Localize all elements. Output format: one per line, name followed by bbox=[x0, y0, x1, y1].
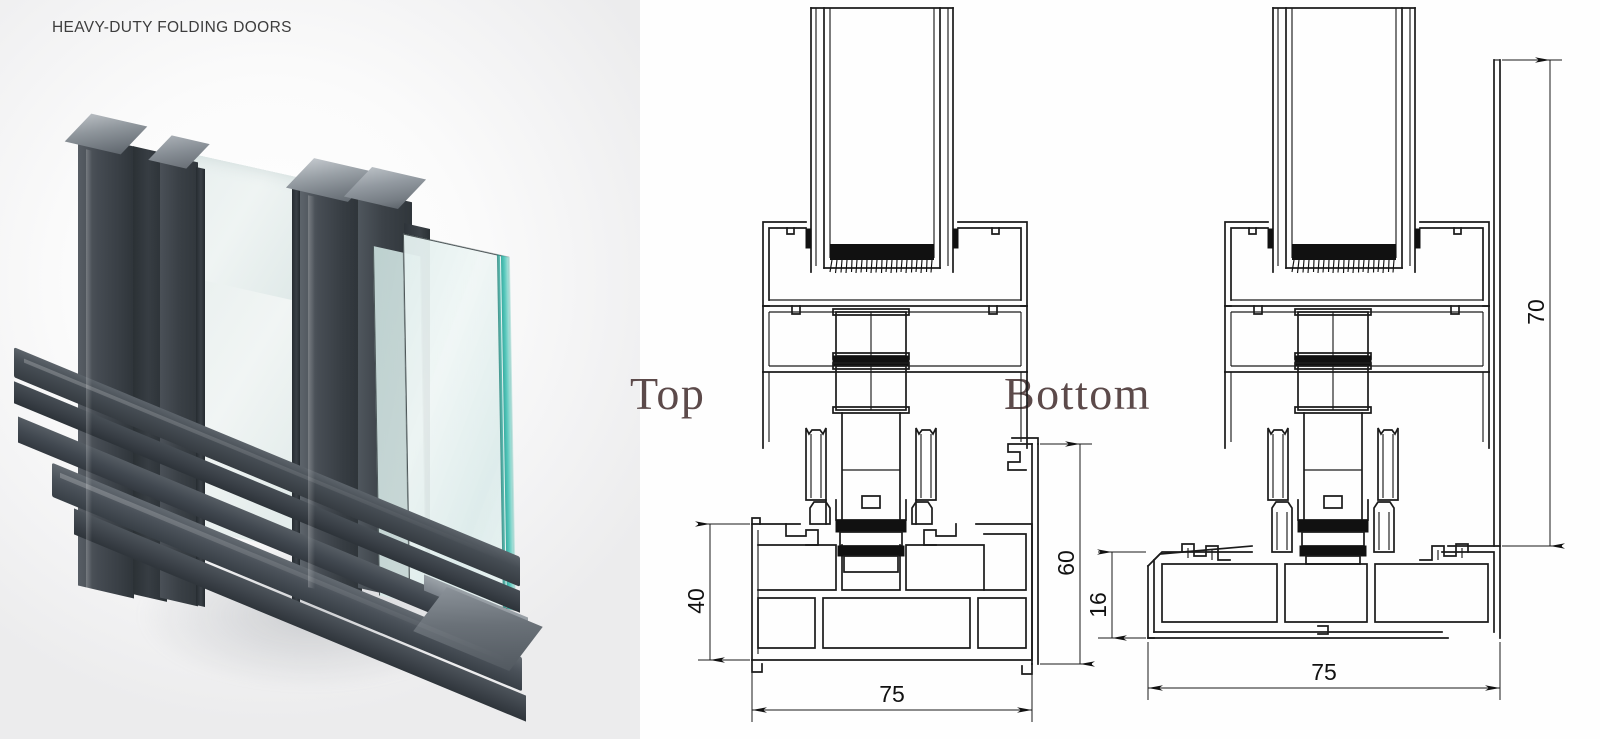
top-section-drawing: 40 60 75 bbox=[683, 7, 1095, 722]
dimension-value-70: 70 bbox=[1523, 299, 1549, 325]
bottom-dimension-75: 75 bbox=[1147, 642, 1501, 700]
bottom-sash-panel bbox=[1267, 7, 1421, 274]
product-render bbox=[0, 0, 640, 739]
dimension-value-75-top: 75 bbox=[879, 681, 905, 707]
section-label-bottom: Bottom bbox=[1004, 368, 1152, 419]
page-title: HEAVY-DUTY FOLDING DOORS bbox=[52, 19, 292, 36]
top-right-fin bbox=[1007, 437, 1039, 675]
product-photo-panel: HEAVY-DUTY FOLDING DOORS bbox=[0, 0, 640, 739]
bottom-middle-chamber bbox=[1224, 305, 1490, 373]
brush-seal-top bbox=[829, 259, 933, 274]
top-carriage-zone bbox=[762, 362, 1028, 521]
top-dimension-60: 60 bbox=[1040, 441, 1095, 667]
bottom-dimension-70: 70 bbox=[1502, 57, 1565, 549]
top-sash-panel bbox=[805, 7, 959, 274]
bottom-right-fin bbox=[1493, 59, 1501, 547]
brush-seal-bottom bbox=[1291, 259, 1395, 274]
bottom-section-drawing: 16 70 75 bbox=[1085, 7, 1565, 700]
top-head-frame bbox=[762, 221, 1028, 307]
dimension-value-40: 40 bbox=[683, 588, 709, 614]
bottom-head-frame bbox=[1224, 221, 1490, 307]
bottom-carriage-zone bbox=[1224, 362, 1490, 521]
cad-svg: 40 60 75 bbox=[683, 7, 1565, 722]
top-sill-body bbox=[751, 495, 1033, 673]
dimension-value-16: 16 bbox=[1085, 592, 1111, 618]
bottom-dimension-16: 16 bbox=[1085, 549, 1146, 641]
bottom-sill-body bbox=[1146, 495, 1501, 639]
top-dimension-40: 40 bbox=[683, 521, 750, 663]
highlight-streak-2 bbox=[308, 195, 315, 589]
highlight-streak-1 bbox=[86, 149, 92, 591]
cad-drawings-panel: Top Bottom bbox=[630, 0, 1600, 739]
dimension-value-60: 60 bbox=[1053, 550, 1079, 576]
section-label-top: Top bbox=[630, 368, 706, 419]
dimension-value-75-bottom: 75 bbox=[1311, 659, 1337, 685]
top-middle-chamber bbox=[762, 305, 1028, 373]
top-dimension-75: 75 bbox=[751, 664, 1033, 722]
